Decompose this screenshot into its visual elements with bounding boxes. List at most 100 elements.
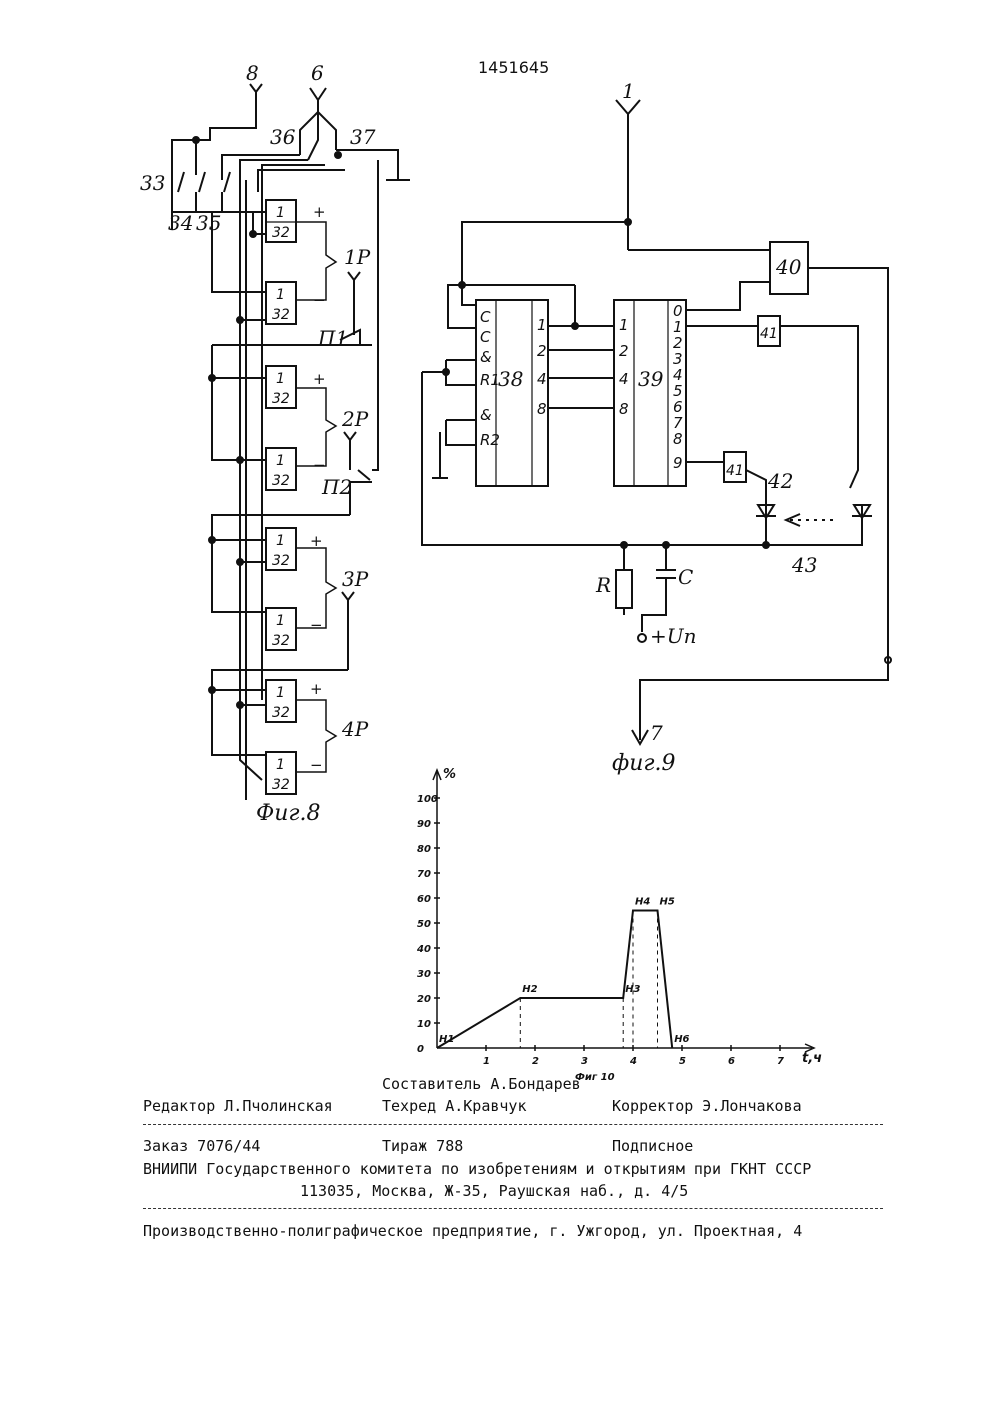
counter-pin: C (480, 328, 491, 346)
y-tick-label: 30 (417, 969, 431, 980)
block-top: 1 (276, 613, 285, 629)
label-43: 43 (791, 553, 817, 577)
x-tick-label: 5 (679, 1056, 686, 1067)
decoder-in-pin: 4 (619, 370, 629, 388)
label-6: 6 (311, 61, 324, 85)
label-35: 35 (196, 211, 221, 235)
y-tick-label: 40 (416, 944, 431, 955)
y-tick-label: 70 (417, 869, 431, 880)
series-line (437, 911, 672, 1049)
counter-pin: & (480, 348, 492, 366)
label-37: 37 (350, 125, 376, 149)
plus-sign: + (313, 370, 326, 388)
y-tick-label: 90 (417, 819, 431, 830)
block41b-label: 41 (726, 463, 744, 479)
compiler-text: Составитель А.Бондарев (382, 1075, 581, 1093)
block-top: 1 (276, 685, 285, 701)
label-42: 42 (767, 469, 793, 493)
label-33: 33 (140, 171, 165, 195)
minus-sign: − (310, 756, 323, 774)
resistor-label: R (595, 573, 611, 597)
patent-number: 1451645 (478, 58, 549, 77)
x-tick-label: 1 (483, 1056, 490, 1067)
point-label: H6 (674, 1034, 689, 1045)
label-34: 34 (168, 211, 193, 235)
y-tick-label: 80 (417, 844, 431, 855)
block-top: 1 (276, 757, 285, 773)
fig9-output-label: 7 (650, 721, 663, 745)
fig10-chart: %t,ч12345670102030405060708090100H1H2H3H… (416, 767, 822, 1083)
minus-sign: − (310, 616, 323, 634)
block-top: 1 (276, 205, 285, 221)
y-tick-label: 100 (417, 794, 438, 805)
counter-out-pin: 2 (537, 342, 547, 360)
point-label: H3 (625, 984, 640, 995)
switch-p2: П2 (321, 475, 352, 499)
minus-sign: − (313, 291, 326, 309)
block-bottom: 32 (272, 391, 290, 407)
block-bottom: 32 (272, 225, 290, 241)
label-36: 36 (270, 125, 296, 149)
vniipi-text: ВНИИПИ Государственного комитета по изоб… (143, 1160, 811, 1178)
point-label: H2 (522, 984, 537, 995)
counter-pin: C (480, 308, 491, 326)
point-label: H1 (439, 1034, 454, 1045)
plus-sign: + (310, 680, 323, 698)
block41-label: 41 (760, 326, 778, 342)
block-top: 1 (276, 533, 285, 549)
fig9-caption: фиг.9 (612, 751, 676, 776)
block-bottom: 32 (272, 705, 290, 721)
address-text: 113035, Москва, Ж-35, Раушская наб., д. … (300, 1182, 688, 1200)
decoder-out-pin: 9 (673, 454, 683, 472)
counter-out-pin: 8 (537, 400, 547, 418)
x-tick-label: 3 (581, 1056, 588, 1067)
x-tick-label: 6 (728, 1056, 735, 1067)
printer-text: Производственно-полиграфическое предприя… (143, 1222, 802, 1240)
point-label: H5 (660, 897, 675, 908)
block-top: 1 (276, 371, 285, 387)
y-axis-label: % (443, 767, 456, 782)
label-8: 8 (246, 61, 259, 85)
block-top: 1 (276, 287, 285, 303)
y-tick-label: 10 (417, 1019, 431, 1030)
y-tick-label: 60 (417, 894, 431, 905)
counter-pin: & (480, 406, 492, 424)
plus-sign: + (310, 532, 323, 550)
decoder-in-pin: 2 (619, 342, 629, 360)
counter-pin: R2 (480, 431, 500, 449)
divider (143, 1208, 883, 1209)
block-bottom: 32 (272, 553, 290, 569)
divider (143, 1124, 883, 1125)
fig8-diagram (172, 84, 410, 800)
y-tick-label: 0 (417, 1044, 424, 1055)
x-tick-label: 7 (777, 1056, 784, 1067)
group-2p: 2P (341, 407, 369, 431)
plus-sign: + (313, 203, 326, 221)
editor-text: Редактор Л.Пчолинская (143, 1097, 333, 1115)
y-tick-label: 20 (417, 994, 431, 1005)
fig8-caption: Фиг.8 (256, 801, 321, 826)
group-3p: 3P (342, 567, 369, 591)
counter-out-pin: 4 (537, 370, 547, 388)
block-bottom: 32 (272, 473, 290, 489)
minus-sign: − (313, 456, 326, 474)
corrector-text: Корректор Э.Лончакова (612, 1097, 802, 1115)
block-top: 1 (276, 453, 285, 469)
decoder-label: 39 (638, 367, 664, 391)
block-bottom: 32 (272, 307, 290, 323)
point-label: H4 (635, 897, 650, 908)
block40-label: 40 (775, 255, 802, 279)
capacitor-label: C (678, 565, 693, 589)
fig10-caption: Фиг 10 (575, 1072, 615, 1083)
circulation-text: Тираж 788 (382, 1137, 463, 1155)
decoder-in-pin: 8 (619, 400, 629, 418)
x-tick-label: 2 (532, 1056, 539, 1067)
decoder-in-pin: 1 (619, 316, 629, 334)
counter-pin: R1 (480, 371, 500, 389)
order-text: Заказ 7076/44 (143, 1137, 260, 1155)
y-tick-label: 50 (417, 919, 431, 930)
fig9-input-label: 1 (622, 79, 635, 103)
counter-out-pin: 1 (537, 316, 547, 334)
x-tick-label: 4 (629, 1056, 637, 1067)
